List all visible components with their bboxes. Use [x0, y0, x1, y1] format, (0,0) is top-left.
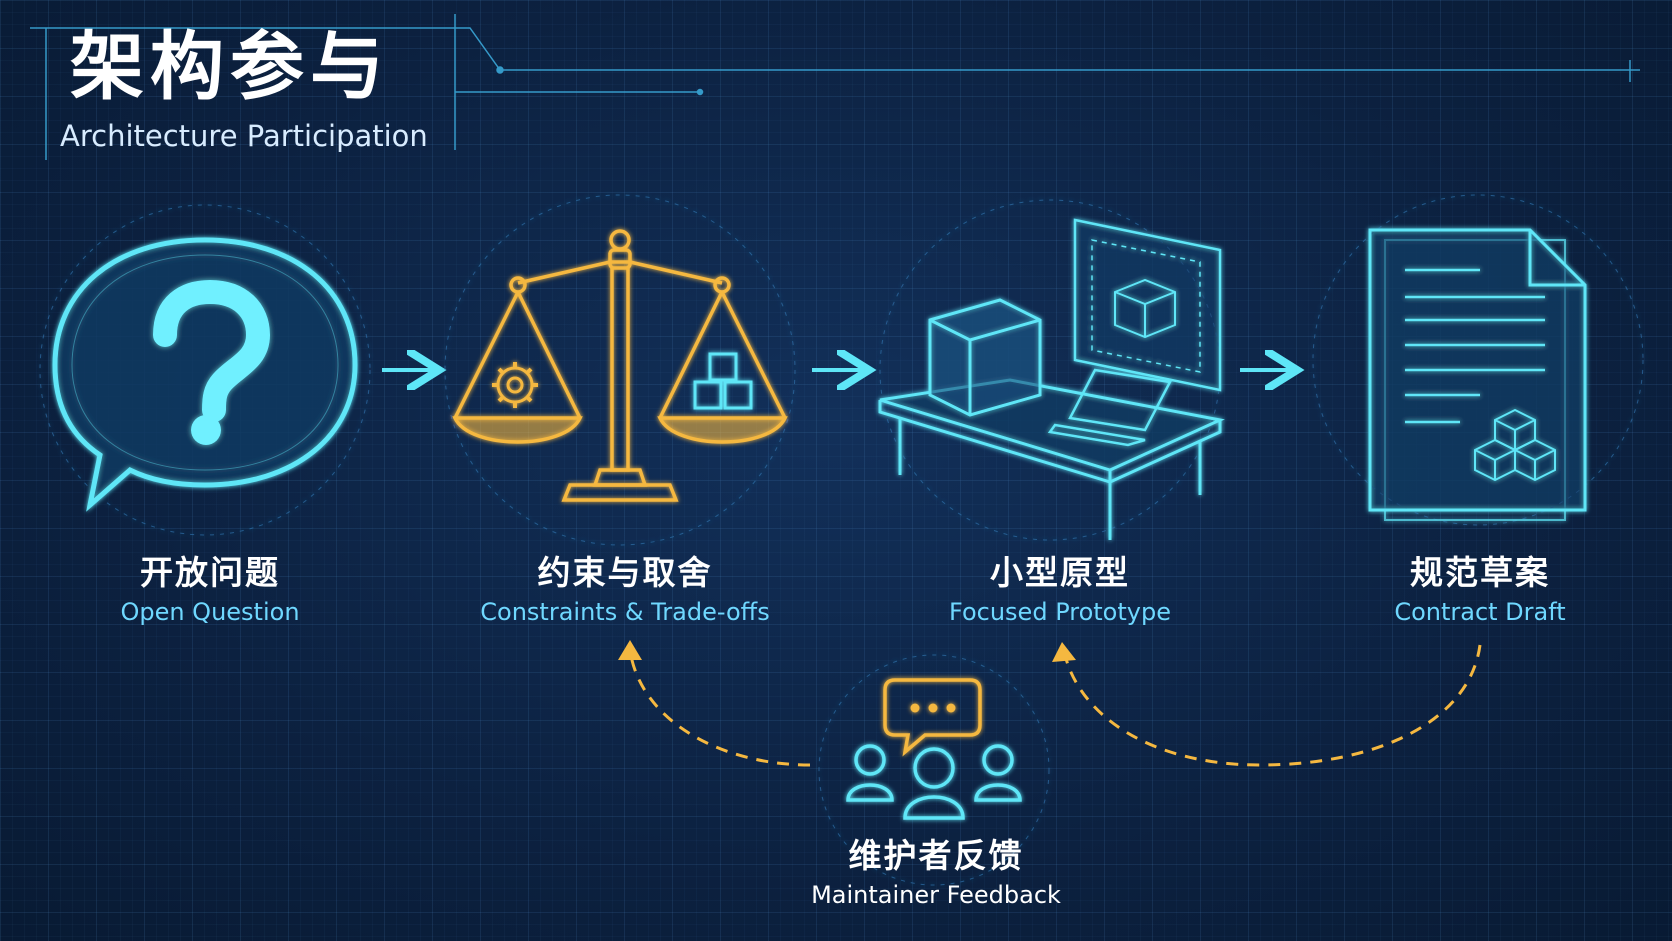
feedback-arrow-right-head: [1052, 642, 1076, 662]
page-subtitle: Architecture Participation: [60, 119, 428, 153]
balance-scale-icon: [444, 194, 796, 546]
stage-title: 小型原型: [990, 553, 1130, 592]
prototype-desk-icon: [878, 199, 1225, 541]
title-frame: [30, 14, 1640, 160]
maintainer-feedback-label: 维护者反馈 Maintainer Feedback: [756, 836, 1116, 910]
page-title: 架构参与: [70, 24, 390, 110]
stage-subtitle: Constraints & Trade-offs: [480, 598, 770, 627]
stage-constraints: 约束与取舍 Constraints & Trade-offs: [445, 553, 805, 627]
stage-title: 规范草案: [1410, 553, 1550, 592]
feedback-arrow-left-head: [618, 640, 642, 660]
stage-title: 开放问题: [140, 553, 280, 592]
feedback-arrow-right: [1063, 644, 1482, 767]
question-bubble-icon: [39, 204, 371, 536]
stage-subtitle: Contract Draft: [1394, 598, 1566, 627]
stage-open-question: 开放问题 Open Question: [30, 553, 390, 627]
maintainers-feedback-icon: [818, 654, 1050, 886]
stage-subtitle: Focused Prototype: [949, 598, 1171, 627]
feedback-title: 维护者反馈: [848, 836, 1024, 875]
stage-subtitle: Open Question: [120, 598, 300, 627]
feedback-subtitle: Maintainer Feedback: [811, 881, 1061, 910]
stage-contract-draft: 规范草案 Contract Draft: [1300, 553, 1660, 627]
document-draft-icon: [1312, 194, 1644, 526]
stage-prototype: 小型原型 Focused Prototype: [880, 553, 1240, 627]
feedback-arrow-left: [628, 649, 811, 767]
stage-title: 约束与取舍: [537, 553, 713, 592]
